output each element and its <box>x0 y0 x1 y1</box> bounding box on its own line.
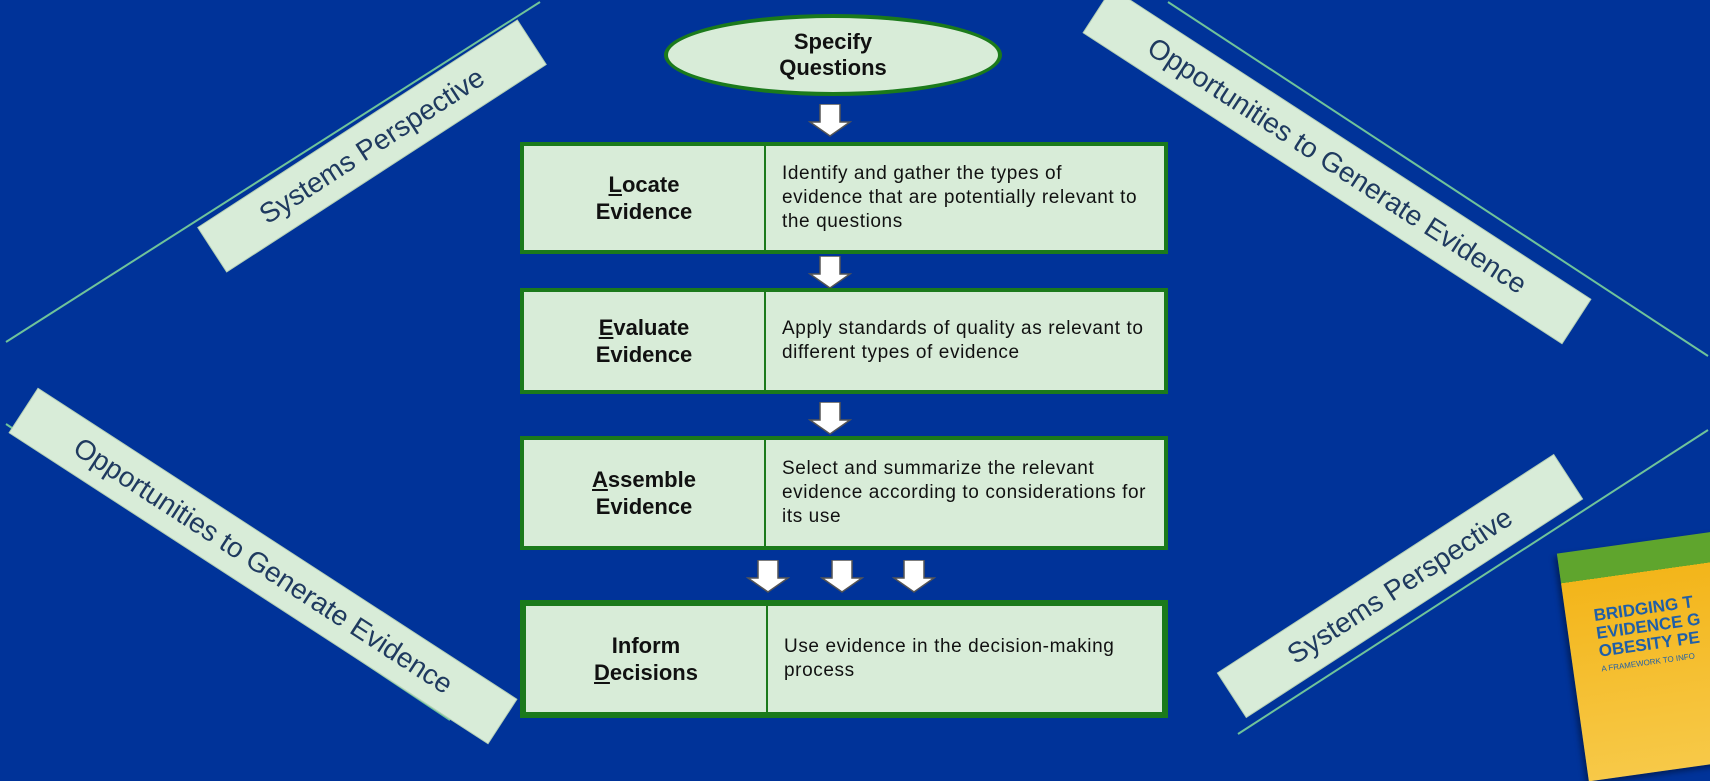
step-description: Use evidence in the decision-making proc… <box>784 636 1115 681</box>
step-description: Select and summarize the relevant eviden… <box>782 458 1147 527</box>
specify-questions-oval: Specify Questions <box>664 14 1002 96</box>
step-title-rest: ecisions <box>609 660 698 685</box>
down-arrow-icon <box>808 402 852 435</box>
down-arrow-icon <box>746 560 790 593</box>
report-cover-image: BRIDGING T EVIDENCE G OBESITY PE A FRAME… <box>1556 528 1710 781</box>
book-title: BRIDGING T EVIDENCE G OBESITY PE <box>1593 592 1704 660</box>
down-arrow-icon <box>820 560 864 593</box>
step-title-rest: ssemble <box>607 466 696 492</box>
start-line2: Questions <box>779 55 887 80</box>
step-description: Apply standards of quality as relevant t… <box>782 318 1144 363</box>
step-description: Identify and gather the types of evidenc… <box>782 163 1138 232</box>
step-title-rest: valuate <box>613 314 690 340</box>
step-key-letter: A <box>592 466 608 492</box>
step-title-line2: Evidence <box>595 494 693 519</box>
down-arrow-icon <box>808 256 852 289</box>
step-title-line1: Inform <box>611 632 681 658</box>
step-key-letter: D <box>594 660 610 685</box>
start-line1: Specify <box>793 28 873 54</box>
step-key-letter: L <box>608 171 622 197</box>
step-title-rest: ocate <box>621 171 680 197</box>
step-key-letter: E <box>598 314 614 340</box>
step-title-line2: Evidence <box>595 199 693 224</box>
down-arrow-icon <box>892 560 936 593</box>
down-arrow-icon <box>808 104 852 137</box>
step-title-line2: Evidence <box>595 342 693 367</box>
